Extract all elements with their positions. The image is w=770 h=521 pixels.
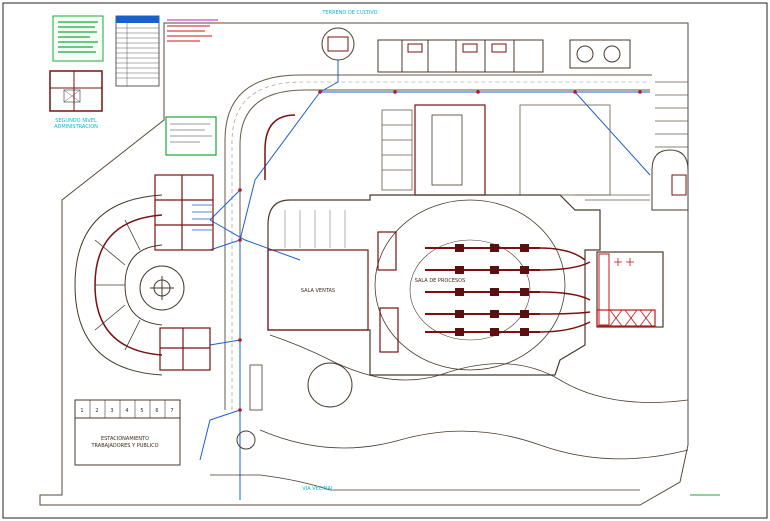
stall-number: 2: [95, 408, 98, 414]
admin-north-wing: [154, 174, 214, 251]
northeast-parking: [655, 81, 688, 148]
admin-second-level-plan: [49, 70, 103, 112]
entry-walkway: [210, 474, 640, 491]
admin-caption-2: ADMINISTRACION: [54, 124, 98, 130]
stall-number: 4: [125, 408, 128, 414]
admin-radial-walls: [94, 219, 141, 351]
guard-post: [249, 364, 263, 411]
admin-south-wing: [159, 327, 211, 371]
cold-storage: [596, 251, 664, 328]
stall-number: 7: [170, 408, 173, 414]
conveyor-curves: [539, 247, 591, 333]
admin-hatch: [192, 204, 212, 231]
access-road-inner: [239, 89, 650, 410]
sales-hall-label: SALA VENTAS: [301, 288, 335, 294]
green-framed-note: [165, 116, 217, 156]
treatment-tanks: [569, 39, 631, 69]
red-notes-block: [167, 19, 218, 42]
north-arc-wall: [264, 114, 296, 180]
site-boundary: [39, 22, 689, 506]
stall-number: 5: [140, 408, 143, 414]
access-road-outer: [224, 74, 652, 410]
inner-ring: [409, 239, 531, 341]
landscape-wave-2: [259, 429, 689, 460]
process-hall-ellipse: [374, 199, 566, 371]
stall-number: 1: [80, 408, 83, 414]
parking-caption-1: ESTACIONAMIENTO: [101, 436, 149, 442]
parking-caption-2: TRABAJADORES Y PUBLICO: [90, 443, 158, 449]
landscape-wave-1: [269, 334, 689, 403]
entry-roundabout: [236, 430, 256, 450]
parking-lot: [74, 399, 181, 466]
north-service-buildings: [377, 39, 544, 73]
central-fountain: [139, 265, 185, 311]
process-stations: [455, 244, 529, 336]
east-parking-block: [519, 104, 650, 201]
top-site-label: TERRENO DE CULTIVO: [321, 10, 377, 16]
garden-pond: [307, 362, 353, 408]
stall-number: 3: [110, 408, 113, 414]
parking-stall-numbers: 1 2 3 4 5 6 7: [80, 408, 173, 414]
main-building-outline: [267, 194, 601, 376]
west-service-rooms: [377, 231, 399, 353]
bottom-site-label: VIA VECINAL: [302, 486, 334, 492]
stall-number: 6: [155, 408, 158, 414]
access-road-dash: [231, 81, 650, 410]
legend-table: [115, 15, 160, 87]
parking-strip-upper: [381, 109, 413, 191]
water-pipe-network: [199, 60, 651, 500]
process-hall-label: SALA DE PROCESOS: [415, 278, 466, 284]
sales-hall-hatch: [284, 210, 346, 248]
admin-caption-1: SEGUNDO NIVEL: [55, 118, 97, 124]
water-tank: [321, 27, 355, 61]
admin-arc-outer: [74, 194, 163, 376]
guard-booth: [651, 149, 689, 211]
central-block: [414, 104, 486, 196]
sales-hall: [267, 249, 369, 331]
admin-arc-core: [124, 244, 163, 326]
green-note-block: [52, 15, 104, 62]
parking-stalls: [89, 400, 166, 418]
pipe-fittings: [238, 90, 642, 412]
